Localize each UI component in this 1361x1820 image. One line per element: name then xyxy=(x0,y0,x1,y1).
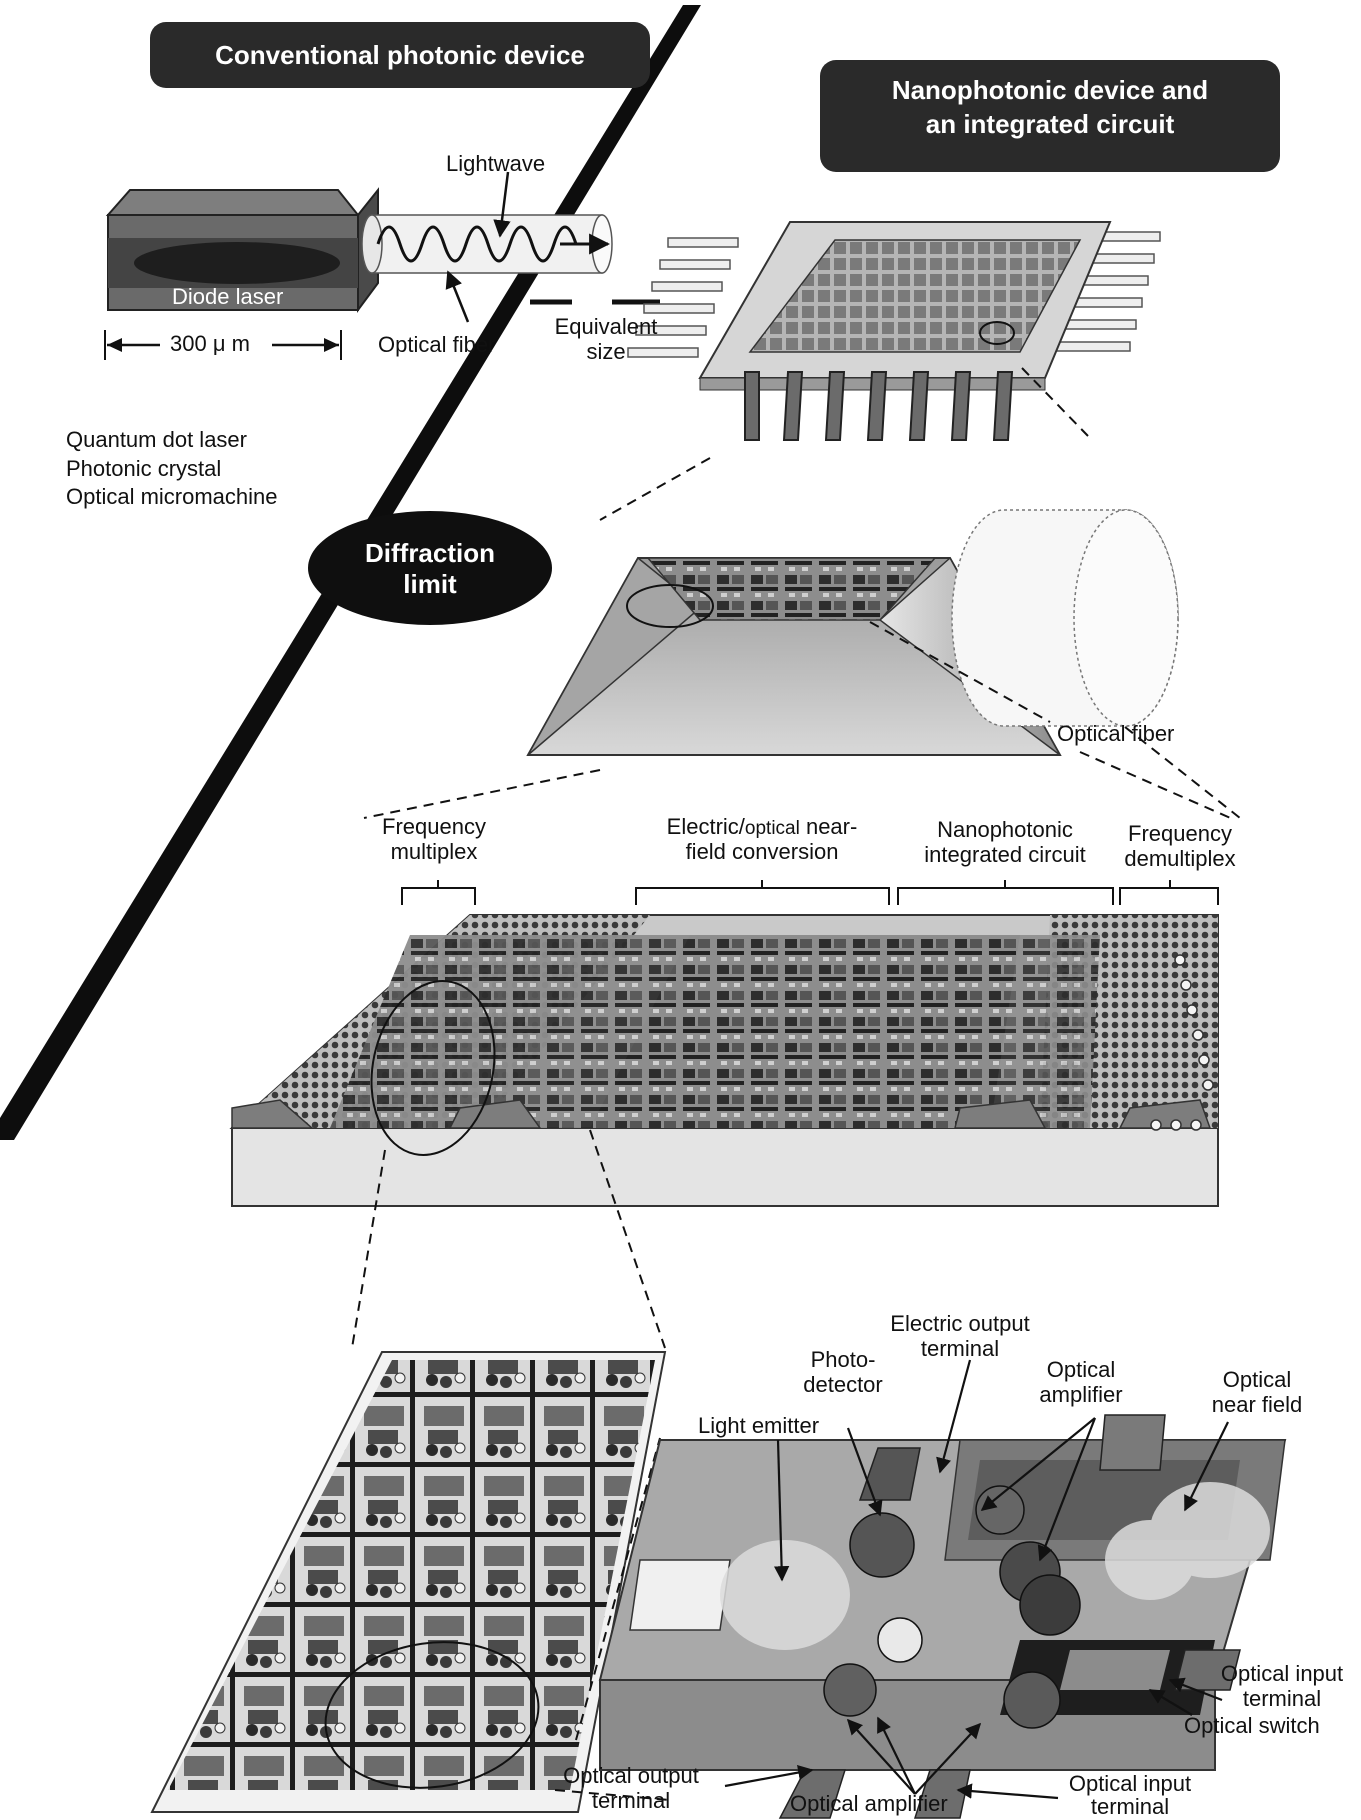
nano-line2: integrated circuit xyxy=(924,843,1085,868)
fiber-cylinder-illustration xyxy=(952,510,1178,726)
optical-output-terminal-label: Optical output terminal xyxy=(563,1764,699,1813)
conventional-header: Conventional photonic device xyxy=(150,22,650,88)
optical-amp-top-line1: Optical xyxy=(1039,1358,1122,1383)
section-brackets xyxy=(402,880,1218,905)
diffraction-line2: limit xyxy=(365,569,495,600)
optical-input-r-line2: terminal xyxy=(1221,1687,1343,1712)
optical-fiber-arrow xyxy=(448,272,468,322)
electric-output-line1: Electric output xyxy=(890,1312,1029,1337)
device-list: Quantum dot laser Photonic crystal Optic… xyxy=(66,426,278,512)
optical-output-line1: Optical output xyxy=(563,1764,699,1789)
nanophotonic-ic-label: Nanophotonic integrated circuit xyxy=(924,818,1085,867)
device-list-item-2: Photonic crystal xyxy=(66,455,278,484)
optical-amplifier-top-label: Optical amplifier xyxy=(1039,1358,1122,1407)
eo-line1-b: optical xyxy=(745,818,800,839)
demux-line1: Frequency xyxy=(1124,822,1235,847)
eo-line1-a: Electric/ xyxy=(667,814,745,839)
optical-amp-top-line2: amplifier xyxy=(1039,1383,1122,1408)
optical-amplifier-bottom-label: Optical amplifier xyxy=(790,1792,948,1817)
near-field-line2: near field xyxy=(1212,1393,1303,1418)
photodetector-line2: detector xyxy=(803,1373,883,1398)
eo-line1: Electric/optical near- xyxy=(667,815,858,840)
device-list-item-3: Optical micromachine xyxy=(66,483,278,512)
optical-input-b-line1: Optical input xyxy=(1069,1772,1191,1797)
optical-input-terminal-bottom-label: Optical input terminal xyxy=(1069,1772,1191,1819)
integrated-platform-illustration xyxy=(232,915,1218,1206)
eo-conversion-label: Electric/optical near- field conversion xyxy=(667,815,858,864)
electric-output-line2: terminal xyxy=(890,1337,1029,1362)
freq-mux-line1: Frequency xyxy=(382,815,486,840)
light-emitter-label: Light emitter xyxy=(698,1414,819,1439)
diffraction-limit-label: Diffraction limit xyxy=(365,538,495,600)
photodetector-line1: Photo- xyxy=(803,1348,883,1373)
nanophotonic-header-line1: Nanophotonic device and xyxy=(820,74,1280,108)
device-list-item-1: Quantum dot laser xyxy=(66,426,278,455)
frequency-multiplex-label: Frequency multiplex xyxy=(382,815,486,864)
lightwave-label: Lightwave xyxy=(446,152,545,177)
scale-label: 300 μ m xyxy=(170,332,250,357)
diffraction-line1: Diffraction xyxy=(365,538,495,569)
frequency-demultiplex-label: Frequency demultiplex xyxy=(1124,822,1235,871)
nanophotonic-cell-illustration xyxy=(600,1415,1285,1818)
cell-array-illustration xyxy=(152,1352,665,1812)
equivalent-line: Equivalent xyxy=(555,315,658,340)
size-line: size xyxy=(555,340,658,365)
optical-input-r-line1: Optical input xyxy=(1221,1662,1343,1687)
near-field-line1: Optical xyxy=(1212,1368,1303,1393)
optical-fiber-label-middle: Optical fiber xyxy=(1057,722,1174,747)
nanophotonic-chip-illustration xyxy=(628,222,1160,440)
optical-input-terminal-right-label: Optical input terminal xyxy=(1221,1662,1343,1711)
freq-mux-line2: multiplex xyxy=(382,840,486,865)
diode-laser-label: Diode laser xyxy=(172,285,283,310)
optical-input-b-line2: terminal xyxy=(1069,1795,1191,1820)
optical-output-line2: terminal xyxy=(563,1789,699,1814)
equivalent-size-label: Equivalent size xyxy=(555,315,658,364)
optical-near-field-label: Optical near field xyxy=(1212,1368,1303,1417)
optical-fiber-label: Optical fiber xyxy=(378,333,495,358)
demux-line2: demultiplex xyxy=(1124,847,1235,872)
eo-line1-c: near- xyxy=(800,814,857,839)
optical-fiber-illustration xyxy=(362,215,612,273)
optical-switch-label: Optical switch xyxy=(1184,1714,1320,1739)
nanophotonic-header: Nanophotonic device and an integrated ci… xyxy=(820,60,1280,172)
nano-line1: Nanophotonic xyxy=(924,818,1085,843)
photodetector-label: Photo- detector xyxy=(803,1348,883,1397)
eo-line2: field conversion xyxy=(667,840,858,865)
electric-output-terminal-label: Electric output terminal xyxy=(890,1312,1029,1361)
conventional-header-label: Conventional photonic device xyxy=(150,22,650,88)
nanophotonic-header-line2: an integrated circuit xyxy=(820,108,1280,142)
